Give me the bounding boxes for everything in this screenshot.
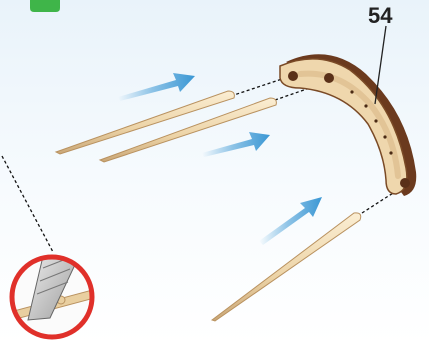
step-tab: [30, 0, 60, 12]
part-number-label: 54: [368, 3, 393, 28]
part-hole: [400, 178, 410, 188]
part-hole: [288, 71, 298, 81]
part-hole: [324, 73, 334, 83]
